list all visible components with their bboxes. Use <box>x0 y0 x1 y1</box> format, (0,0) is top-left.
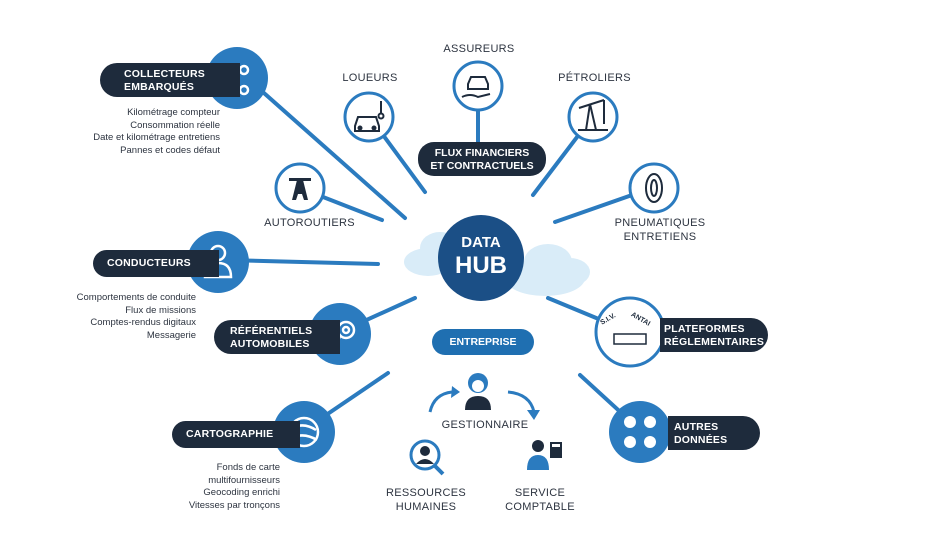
assureurs-icon-circle <box>452 60 504 112</box>
detail-item: Flux de missions <box>125 304 196 316</box>
arrow-left-head <box>451 386 460 398</box>
collecteurs-line1: COLLECTEURS <box>124 68 205 80</box>
petroliers-icon-circle <box>567 91 619 143</box>
detail-item: Geocoding enrichi <box>203 487 280 498</box>
detail-item: Kilométrage compteur <box>127 107 220 118</box>
detail-item: Messagerie <box>146 329 196 341</box>
oil-pump-icon <box>578 99 608 131</box>
detail-item: multifournisseurs <box>208 474 280 486</box>
rh-line2: HUMAINES <box>395 501 457 513</box>
comptable-label: SERVICE COMPTABLE <box>490 486 590 514</box>
cartographie-label: CARTOGRAPHIE <box>186 428 274 440</box>
collecteurs-pill: COLLECTEURS EMBARQUÉS <box>100 63 240 97</box>
detail-item: Date et kilométrage entretiens <box>93 132 220 143</box>
loueurs-label: LOUEURS <box>342 72 398 84</box>
conducteurs-details: Comportements de conduite Flux de missio… <box>20 292 196 342</box>
referentiels-line2: AUTOMOBILES <box>230 338 310 350</box>
rh-label: RESSOURCES HUMAINES <box>376 486 476 514</box>
tire-icon <box>645 173 663 203</box>
cartographie-details: Fonds de carte multifournisseurs Geocodi… <box>120 462 280 512</box>
cartographie-pill: CARTOGRAPHIE <box>172 421 300 448</box>
conducteurs-label: CONDUCTEURS <box>107 257 191 269</box>
referentiels-line1: RÉFÉRENTIELS <box>230 325 313 337</box>
pneumatiques-line1: PNEUMATIQUES <box>614 217 706 229</box>
comptable-line2: COMPTABLE <box>505 501 575 513</box>
assureurs-label: ASSUREURS <box>443 43 515 55</box>
hub-title-line2: HUB <box>455 252 507 279</box>
autres-icon-circle <box>609 401 671 463</box>
autres-pill: AUTRES DONNÉES <box>668 416 760 450</box>
arrow-left-curve <box>428 390 453 413</box>
insured-car-icon <box>461 76 491 99</box>
rh-line1: RESSOURCES <box>385 487 467 499</box>
petroliers-label: PÉTROLIERS <box>558 72 631 84</box>
referentiels-pill: RÉFÉRENTIELS AUTOMOBILES <box>214 320 340 354</box>
autres-line2: DONNÉES <box>674 434 728 446</box>
flux-line2: ET CONTRACTUELS <box>430 160 534 172</box>
autres-line1: AUTRES <box>674 421 719 433</box>
hub-title-line1: DATA <box>461 234 501 251</box>
autoroutiers-icon-circle <box>274 162 326 214</box>
plateformes-icon-circle <box>594 296 666 368</box>
gestionnaire-label: GESTIONNAIRE <box>441 419 529 431</box>
highway-icon <box>289 178 311 200</box>
person-search-icon <box>409 439 445 476</box>
detail-item: Vitesses par tronçons <box>188 499 280 511</box>
cloud-right <box>505 244 590 296</box>
plateformes-pill: PLATEFORMES RÉGLEMENTAIRES <box>660 318 768 352</box>
loueurs-icon-circle <box>343 91 395 143</box>
gestionnaire-icon <box>465 373 491 410</box>
detail-item: Pannes et codes défaut <box>120 144 220 156</box>
entreprise-pill: ENTREPRISE <box>432 329 534 355</box>
accountant-icon <box>527 440 562 470</box>
collecteurs-line2: EMBARQUÉS <box>124 81 195 93</box>
flux-pill: FLUX FINANCIERS ET CONTRACTUELS <box>418 142 546 176</box>
pneumatiques-label: PNEUMATIQUES ENTRETIENS <box>610 216 710 244</box>
connector-collecteurs <box>245 76 407 220</box>
pneumatiques-icon-circle <box>628 162 680 214</box>
detail-item: Consommation réelle <box>130 119 220 131</box>
flux-line1: FLUX FINANCIERS <box>434 147 530 159</box>
plateformes-line2: RÉGLEMENTAIRES <box>664 336 765 348</box>
detail-item: Comptes-rendus digitaux <box>90 317 196 328</box>
data-grid-icon <box>624 416 656 448</box>
siv-antai-icon <box>613 333 647 345</box>
detail-item: Fonds de carte <box>216 462 280 473</box>
comptable-line1: SERVICE <box>514 487 566 499</box>
arrow-right-curve <box>507 390 536 413</box>
autoroutiers-label: AUTOROUTIERS <box>264 217 355 229</box>
car-key-icon <box>354 101 385 132</box>
conducteurs-pill: CONDUCTEURS <box>93 250 219 277</box>
plateformes-line1: PLATEFORMES <box>664 323 745 335</box>
data-hub-circle <box>438 215 524 301</box>
arrow-right-head <box>527 410 540 420</box>
connector-conducteurs <box>222 258 380 266</box>
detail-item: Comportements de conduite <box>76 292 196 303</box>
pneumatiques-line2: ENTRETIENS <box>623 231 697 243</box>
collecteurs-details: Kilométrage compteur Consommation réelle… <box>40 107 220 157</box>
